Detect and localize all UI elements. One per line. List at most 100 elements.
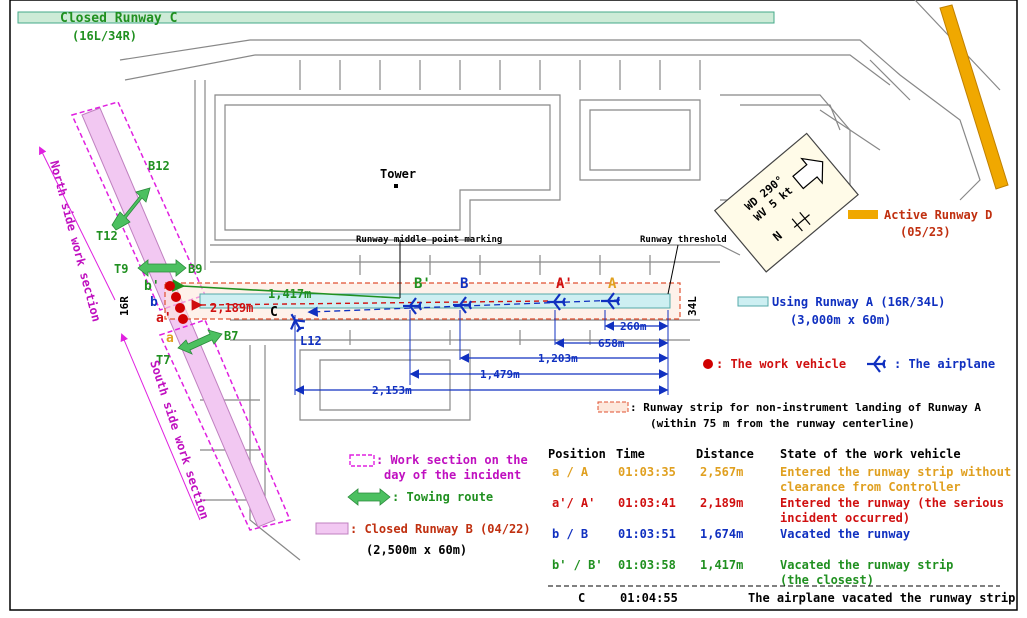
dimension-verticals: [294, 310, 669, 395]
label-L12: L12: [300, 334, 322, 348]
legend-strip-swatch: [597, 401, 629, 413]
table-header-state: State of the work vehicle: [780, 447, 961, 461]
label-b: b: [150, 295, 158, 310]
label-16R: 16R: [118, 296, 131, 316]
wind-arrow-icon: [792, 157, 824, 190]
label-A-prime: A': [556, 276, 573, 292]
airplane-icon: [403, 297, 422, 315]
airplane-icon: [867, 355, 886, 373]
frame: [9, 0, 1018, 611]
table-cell-state-cont: clearance from Controller: [780, 480, 961, 494]
event-table: Position Time Distance State of the work…: [548, 447, 1015, 605]
label-T9: T9: [114, 262, 128, 276]
legend-runway-a-swatch: [737, 296, 769, 307]
label-B9: B9: [188, 262, 202, 276]
legend-towing-label: : Towing route: [392, 490, 493, 504]
legend-runway-d-swatch: [848, 210, 878, 219]
active-runway-d-label: Active Runway D: [884, 208, 992, 222]
using-runway-a-size: (3,000m x 60m): [790, 313, 891, 327]
distance-1417-arrow: [172, 279, 401, 299]
table-cell-position: a'/ A': [552, 496, 595, 510]
distance-2153: 2,153m: [372, 384, 412, 397]
table-cell-position: b / B: [552, 527, 588, 541]
table-cell-distance: 1,674m: [700, 527, 743, 541]
table-cell-distance: 2,567m: [700, 465, 743, 479]
label-B7: B7: [224, 329, 238, 343]
wind-box: WD 290° WV 5 kt N: [713, 132, 859, 273]
distance-2189: 2,189m: [210, 301, 253, 315]
runway-c-label: Closed Runway C: [60, 11, 177, 26]
airplane-icon: [453, 296, 472, 314]
label-T12: T12: [96, 229, 118, 243]
distance-1479: 1,479m: [480, 368, 520, 381]
legend-closed-b-label: : Closed Runway B (04/22): [350, 522, 531, 536]
table-last-state: The airplane vacated the runway strip: [748, 591, 1015, 605]
table-cell-state: Entered the runway strip without: [780, 465, 1011, 479]
legend-work-label2: day of the incident: [384, 468, 521, 482]
label-B: B: [460, 276, 468, 292]
table-cell-state-cont: (the closest): [780, 573, 874, 587]
south-work-section: [158, 319, 292, 531]
legend-work-swatch: [349, 454, 375, 467]
closed-runway-c: [17, 11, 775, 24]
table-cell-time: 01:03:35: [618, 465, 676, 479]
table-header-time: Time: [616, 447, 645, 461]
legend-strip-label2: (within 75 m from the runway centerline): [650, 417, 915, 430]
middle-marking-label: Runway middle point marking: [356, 234, 502, 245]
legend-work-label: : Work section on the: [376, 453, 528, 467]
threshold-label: Runway threshold: [640, 235, 727, 245]
table-cell-state: Entered the runway (the serious: [780, 496, 1004, 510]
airplanes: [290, 292, 620, 333]
legend-airplane-label: : The airplane: [894, 357, 995, 371]
label-A: A: [608, 276, 617, 292]
label-34L: 34L: [686, 296, 699, 316]
distance-1417: 1,417m: [268, 287, 311, 301]
label-T7: T7: [156, 353, 170, 367]
north-section-dim: [39, 146, 116, 301]
table-cell-distance: 2,189m: [700, 496, 743, 510]
table-cell-time: 01:03:41: [618, 496, 676, 510]
legend-vehicle-label: : The work vehicle: [716, 357, 846, 371]
compass-icon: [791, 211, 811, 232]
tower-label: Tower: [380, 167, 416, 181]
legend-closed-b-size: (2,500m x 60m): [366, 543, 467, 557]
using-runway-a-label: Using Runway A (16R/34L): [772, 295, 945, 309]
active-runway-d: [939, 4, 1009, 190]
label-a-prime: a': [156, 311, 172, 326]
towing-routes: [111, 187, 223, 355]
threshold-line: [667, 244, 679, 295]
table-last-time: 01:04:55: [620, 591, 678, 605]
airplane-icon: [290, 313, 306, 333]
table-header-distance: Distance: [696, 447, 754, 461]
table-cell-position: a / A: [552, 465, 589, 479]
label-a: a: [166, 331, 174, 346]
legend-airplane-icon: [867, 355, 886, 373]
legend-strip-label: : Runway strip for non-instrument landin…: [630, 401, 981, 414]
table-cell-state: Vacated the runway strip: [780, 558, 953, 572]
legend-towing-icon: [347, 488, 391, 506]
tower-marker: [394, 184, 398, 188]
distance-1203: 1,203m: [538, 352, 578, 365]
active-runway-d-code: (05/23): [900, 225, 951, 239]
airplane-icon: [601, 292, 620, 310]
dimension-arrows: [294, 321, 669, 395]
airplane-icon: [547, 293, 566, 311]
legend-vehicle-dot: [703, 359, 713, 369]
distance-2189-arrow: [191, 299, 549, 311]
table-cell-time: 01:03:58: [618, 558, 676, 572]
work-vehicles: [165, 281, 188, 324]
table-cell-time: 01:03:51: [618, 527, 676, 541]
label-B-prime: B': [414, 276, 431, 292]
table-last-pos: C: [578, 591, 585, 605]
distance-260: 260m: [620, 320, 647, 333]
table-cell-state-cont: incident occurred): [780, 511, 910, 525]
label-C: C: [270, 305, 278, 320]
distance-658: 658m: [598, 337, 625, 350]
table-header-position: Position: [548, 447, 606, 461]
runway-c-code: (16L/34R): [72, 29, 137, 43]
table-cell-position: b' / B': [552, 558, 603, 572]
label-B12: B12: [148, 159, 170, 173]
label-b-prime: b': [144, 279, 160, 294]
